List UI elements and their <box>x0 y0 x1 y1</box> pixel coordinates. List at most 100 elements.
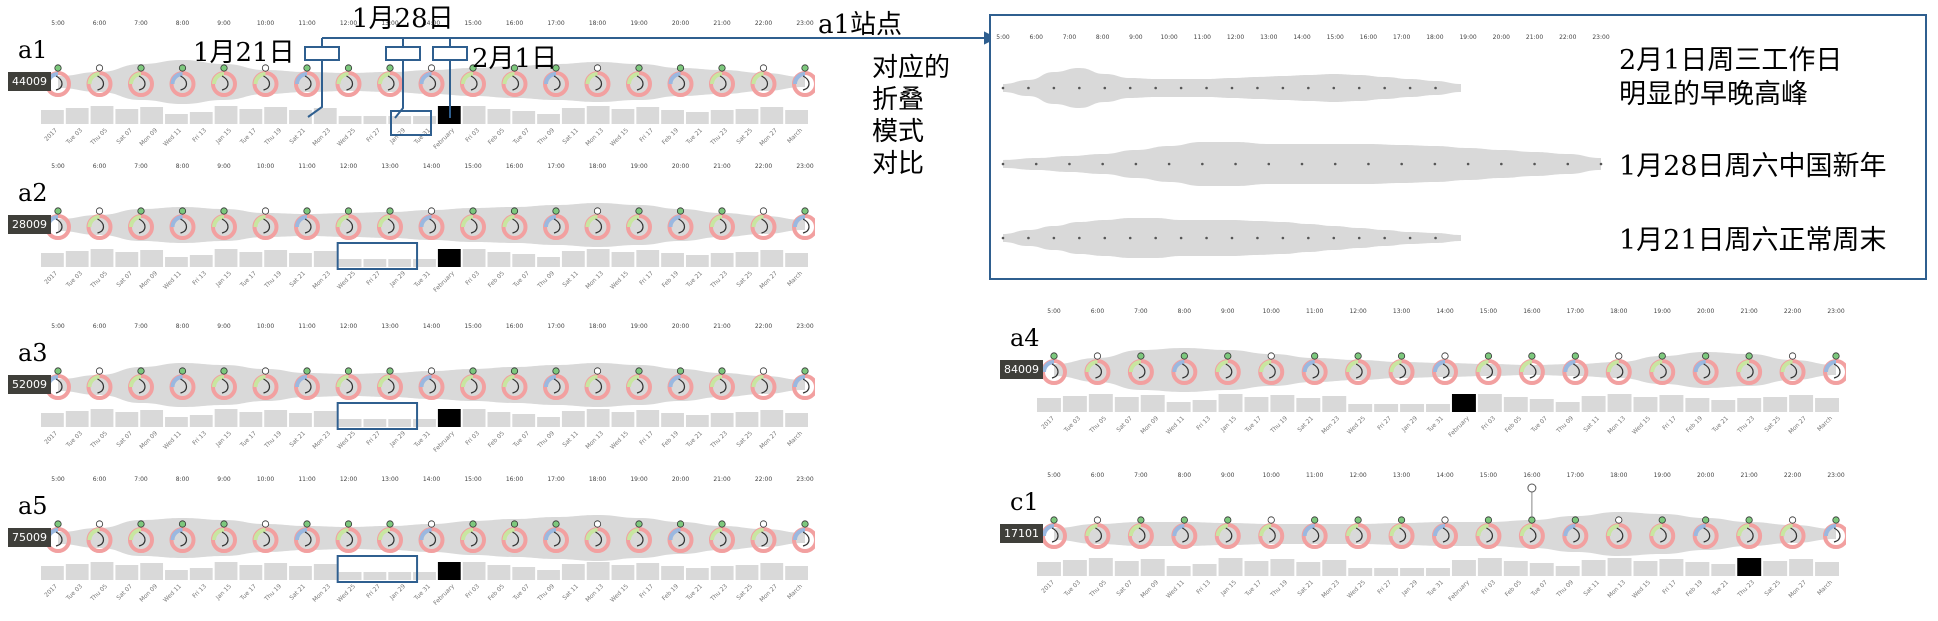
daily-bar[interactable] <box>1789 395 1814 412</box>
daily-bar[interactable] <box>735 565 759 580</box>
hour-glyph[interactable] <box>335 367 362 400</box>
daily-bar[interactable] <box>1607 394 1632 412</box>
daily-bar[interactable] <box>165 570 188 580</box>
daily-bar[interactable] <box>239 252 263 267</box>
hour-glyph[interactable] <box>792 520 815 553</box>
hour-glyph[interactable] <box>252 367 279 400</box>
daily-bar[interactable] <box>388 419 412 427</box>
hour-glyph[interactable] <box>750 64 777 97</box>
daily-bar[interactable] <box>710 566 734 580</box>
hour-glyph[interactable] <box>1041 352 1067 385</box>
hour-glyph[interactable] <box>792 64 815 97</box>
hour-glyph[interactable] <box>1736 352 1763 385</box>
daily-bar[interactable] <box>1711 564 1736 576</box>
hour-glyph[interactable] <box>584 207 611 240</box>
hour-glyph[interactable] <box>460 367 486 400</box>
daily-bar[interactable] <box>710 253 734 267</box>
daily-bar[interactable] <box>65 108 89 124</box>
hour-glyph[interactable] <box>377 367 403 400</box>
daily-bar[interactable] <box>537 114 560 124</box>
daily-bar[interactable] <box>760 410 784 427</box>
daily-bar[interactable] <box>611 109 635 124</box>
hour-glyph[interactable] <box>1518 352 1545 385</box>
hour-glyph[interactable] <box>211 520 237 553</box>
hour-glyph[interactable] <box>1171 352 1198 385</box>
daily-bar[interactable] <box>1789 559 1814 576</box>
daily-bar[interactable] <box>1192 400 1217 412</box>
hour-glyph[interactable] <box>1301 516 1328 549</box>
daily-bar[interactable] <box>487 252 511 267</box>
daily-bar[interactable] <box>1218 558 1243 576</box>
daily-bar[interactable] <box>636 563 660 580</box>
daily-bar[interactable] <box>289 413 312 427</box>
hour-glyph[interactable] <box>1127 352 1154 385</box>
daily-bar[interactable] <box>1322 396 1347 412</box>
daily-bar[interactable] <box>760 250 784 267</box>
daily-bar[interactable] <box>1633 561 1658 576</box>
hour-glyph[interactable] <box>377 207 403 240</box>
daily-bar[interactable] <box>561 411 585 427</box>
daily-bar[interactable] <box>1711 400 1736 412</box>
hour-glyph[interactable] <box>418 367 445 400</box>
daily-bar[interactable] <box>1426 404 1450 412</box>
daily-bar[interactable] <box>1607 558 1632 576</box>
daily-bar[interactable] <box>537 417 560 427</box>
hour-glyph[interactable] <box>335 207 362 240</box>
daily-bar[interactable] <box>214 106 238 124</box>
daily-bar[interactable] <box>1244 397 1269 412</box>
daily-bar[interactable] <box>462 249 486 267</box>
daily-bar[interactable] <box>1037 398 1061 412</box>
hour-glyph[interactable] <box>1214 352 1241 385</box>
daily-bar[interactable] <box>1114 561 1139 576</box>
daily-bar[interactable] <box>462 409 486 427</box>
hour-glyph[interactable] <box>460 207 486 240</box>
daily-bar[interactable] <box>512 111 536 124</box>
hour-glyph[interactable] <box>252 520 279 553</box>
hour-glyph[interactable] <box>252 207 279 240</box>
hour-glyph[interactable] <box>1823 516 1846 549</box>
daily-bar[interactable] <box>487 412 511 427</box>
daily-bar[interactable] <box>586 106 610 124</box>
highlight-bar[interactable] <box>1737 558 1762 576</box>
daily-bar[interactable] <box>1166 566 1191 576</box>
daily-bar[interactable] <box>313 108 337 124</box>
daily-bar[interactable] <box>115 109 139 124</box>
hour-glyph[interactable] <box>709 367 735 400</box>
daily-bar[interactable] <box>1477 394 1502 412</box>
hour-glyph[interactable] <box>128 520 154 553</box>
daily-bar[interactable] <box>1270 559 1295 576</box>
hour-glyph[interactable] <box>1041 516 1067 549</box>
daily-bar[interactable] <box>735 252 759 267</box>
hour-glyph[interactable] <box>750 207 777 240</box>
hour-glyph[interactable] <box>1432 516 1458 549</box>
hour-glyph[interactable] <box>252 64 279 97</box>
hour-glyph[interactable] <box>1258 352 1285 385</box>
hour-glyph[interactable] <box>1692 352 1719 385</box>
hour-glyph[interactable] <box>1649 352 1676 385</box>
daily-bar[interactable] <box>1477 558 1502 576</box>
highlight-bar[interactable] <box>437 409 461 427</box>
highlight-bar[interactable] <box>437 249 461 267</box>
daily-bar[interactable] <box>363 259 387 267</box>
hour-glyph[interactable] <box>709 64 735 97</box>
daily-bar[interactable] <box>140 410 164 427</box>
daily-bar[interactable] <box>363 572 387 580</box>
daily-bar[interactable] <box>264 410 288 427</box>
daily-bar[interactable] <box>685 568 709 580</box>
daily-bar[interactable] <box>1062 396 1087 412</box>
daily-bar[interactable] <box>661 413 684 427</box>
daily-bar[interactable] <box>1088 558 1113 576</box>
daily-bar[interactable] <box>189 568 213 580</box>
daily-bar[interactable] <box>413 259 436 267</box>
hour-glyph[interactable] <box>1345 516 1372 549</box>
daily-bar[interactable] <box>561 564 585 580</box>
daily-bar[interactable] <box>462 562 486 580</box>
hour-glyph[interactable] <box>1388 516 1415 549</box>
daily-bar[interactable] <box>661 110 684 124</box>
daily-bar[interactable] <box>363 116 387 124</box>
daily-bar[interactable] <box>611 412 635 427</box>
daily-bar[interactable] <box>239 565 263 580</box>
hour-glyph[interactable] <box>294 520 320 553</box>
daily-bar[interactable] <box>41 413 64 427</box>
hour-glyph[interactable] <box>543 367 569 400</box>
